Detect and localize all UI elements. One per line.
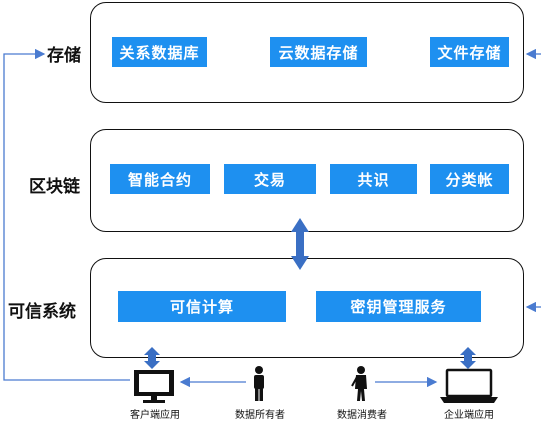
client-trusted-double-arrow <box>144 347 160 369</box>
relational-db-box: 关系数据库 <box>112 37 207 67</box>
monitor-icon <box>134 370 174 403</box>
enterprise-app-caption: 企业端应用 <box>444 410 494 421</box>
cloud-storage-box: 云数据存储 <box>270 37 367 67</box>
blockchain-trusted-double-arrow <box>291 218 309 270</box>
smart-contract-box: 智能合约 <box>110 164 210 194</box>
client-app-caption: 客户端应用 <box>130 410 180 421</box>
consensus-box: 共识 <box>330 164 417 194</box>
data-consumer-caption: 数据消费者 <box>337 410 387 421</box>
kms-box: 密钥管理服务 <box>316 291 481 322</box>
transaction-box: 交易 <box>224 164 316 194</box>
laptop-icon <box>440 368 498 403</box>
blockchain-label: 区块链 <box>29 177 80 197</box>
enterprise-trusted-double-arrow <box>460 347 476 369</box>
data-owner-caption: 数据所有者 <box>235 410 285 421</box>
data-owner-person-icon <box>254 366 264 401</box>
trusted-system-label: 可信系统 <box>8 302 76 322</box>
data-consumer-person-icon <box>351 366 367 401</box>
client-to-storage-line <box>3 48 130 381</box>
storage-label: 存储 <box>47 46 81 66</box>
trusted-computing-box: 可信计算 <box>118 291 286 322</box>
file-storage-box: 文件存储 <box>430 37 509 67</box>
ledger-box: 分类帐 <box>430 164 509 194</box>
